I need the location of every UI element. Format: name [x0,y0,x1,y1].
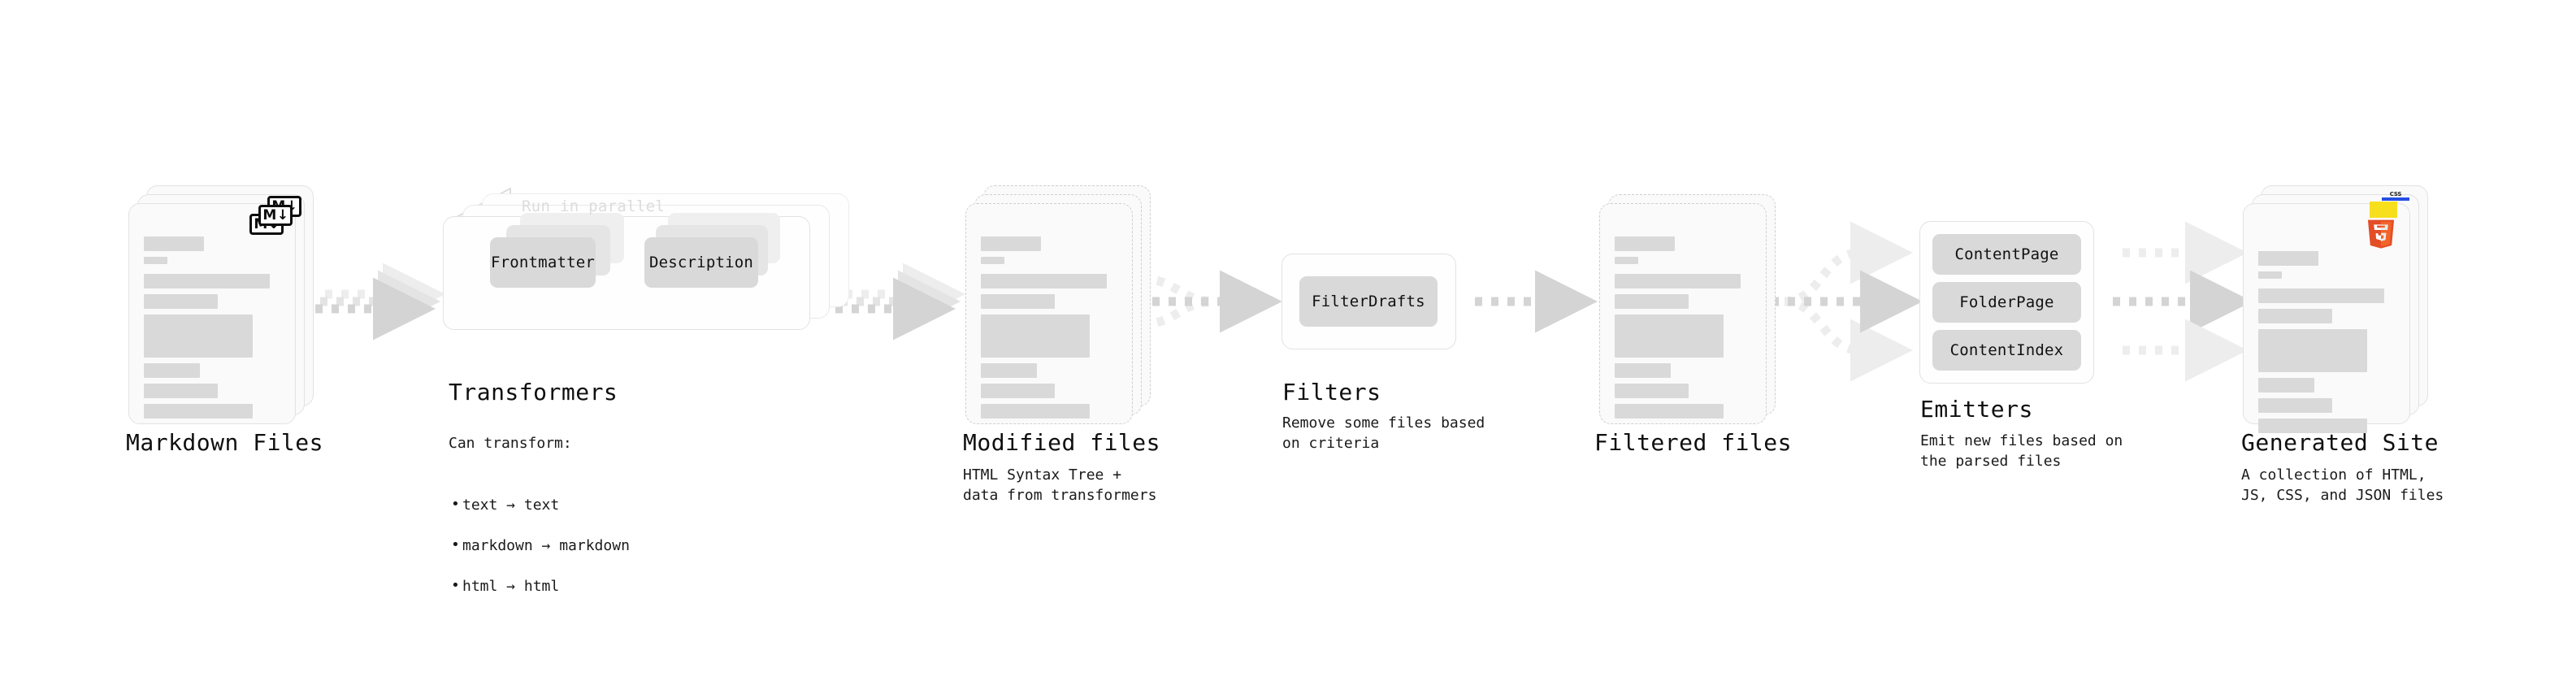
transformers-bullet: markdown → markdown [449,535,630,556]
skeleton-bar [1615,257,1638,264]
skeleton-bar [981,274,1107,288]
skeleton-bar [981,384,1055,398]
file-content-skeleton [1615,236,1751,419]
transformer-chip-description[interactable]: Description [644,237,758,288]
skeleton-bar [1615,384,1689,398]
skeleton-bar [144,274,270,288]
skeleton-bar [981,257,1004,264]
emitters-subtitle: Emit new files based on the parsed files [1920,432,2123,470]
skeleton-bar [981,404,1091,419]
emitter-chip-contentindex[interactable]: ContentIndex [1932,330,2081,371]
skeleton-bar [2258,329,2368,372]
file-content-skeleton [981,236,1117,419]
filters-subtitle: Remove some files based on criteria [1282,414,1485,452]
stage-modified-files [965,185,1154,424]
generated-site-subtitle: A collection of HTML, JS, CSS, and JSON … [2241,466,2444,504]
skeleton-bar [144,257,167,264]
arrow-emitters-to-site [2113,221,2253,382]
skeleton-bar [144,236,204,251]
markdown-file-stack[interactable]: M↓ M↓ M↓ [128,185,317,424]
arrow-markdown-to-transformers [315,262,445,340]
skeleton-bar [144,363,200,378]
filter-chip-filterdrafts[interactable]: FilterDrafts [1299,276,1438,327]
run-in-parallel-annotation: Run in parallel [522,197,666,215]
filtered-files-title: Filtered files [1594,429,1793,456]
file-content-skeleton [2258,251,2395,433]
css-label: CSS [2389,191,2402,197]
css3-icon: CSS [2382,191,2409,202]
transformers-title: Transformers [449,379,618,406]
javascript-icon [2370,202,2397,218]
skeleton-bar [2258,309,2332,323]
stage-transformers: x x x x Frontmatter Description [443,193,857,349]
generated-site-title: Generated Site [2241,429,2439,456]
skeleton-bar [144,294,218,309]
skeleton-bar [1615,294,1689,309]
markdown-files-title: Markdown Files [126,429,324,456]
stage-filtered-files [1599,194,1788,424]
skeleton-bar [2258,288,2384,303]
skeleton-bar [1615,236,1675,251]
modified-file-card-front[interactable] [965,203,1133,424]
modified-file-stack[interactable] [965,185,1154,424]
skeleton-bar [2258,271,2282,279]
file-content-skeleton [144,236,280,419]
filters-title: Filters [1282,379,1381,406]
skeleton-bar [144,404,254,419]
markdown-arrow-glyph: ↓ [276,206,288,223]
transformers-subtitle: Can transform: text → text markdown → ma… [449,413,630,637]
emitters-title: Emitters [1920,396,2033,423]
skeleton-bar [1615,363,1671,378]
skeleton-bar [1615,274,1741,288]
skeleton-bar [2258,378,2314,393]
skeleton-bar [2258,398,2332,413]
modified-files-title: Modified files [963,429,1161,456]
skeleton-bar [981,294,1055,309]
stage-markdown-files: M↓ M↓ M↓ [128,185,317,424]
modified-files-subtitle: HTML Syntax Tree + data from transformer… [963,466,1157,504]
transformers-subtitle-lead: Can transform: [449,435,572,452]
css-underline [2382,197,2409,201]
skeleton-bar [2258,419,2368,433]
skeleton-bar [981,314,1091,358]
filtered-file-card-front[interactable] [1599,203,1767,424]
markdown-file-card-front[interactable]: M↓ [128,203,296,424]
transformers-bullet-list: text → text markdown → markdown html → h… [449,475,630,617]
stage-generated-site: CSS HTML [2243,185,2431,433]
markdown-icon: M↓ [258,205,293,226]
transformers-bullet: html → html [449,575,630,596]
generated-file-card-html[interactable]: HTML [2243,203,2410,433]
skeleton-bar [981,236,1041,251]
generated-site-stack[interactable]: CSS HTML [2243,185,2431,433]
transformer-chip-frontmatter[interactable]: Frontmatter [490,237,596,288]
markdown-letter: M [262,206,276,223]
skeleton-bar [144,384,218,398]
skeleton-bar [144,314,254,358]
transformers-bullet: text → text [449,494,630,515]
emitter-chip-contentpage[interactable]: ContentPage [1932,234,2081,275]
skeleton-bar [981,363,1037,378]
skeleton-bar [1615,404,1724,419]
skeleton-bar [2258,251,2318,266]
emitter-chip-folderpage[interactable]: FolderPage [1932,282,2081,323]
skeleton-bar [1615,314,1724,358]
filtered-file-stack[interactable] [1599,194,1788,424]
